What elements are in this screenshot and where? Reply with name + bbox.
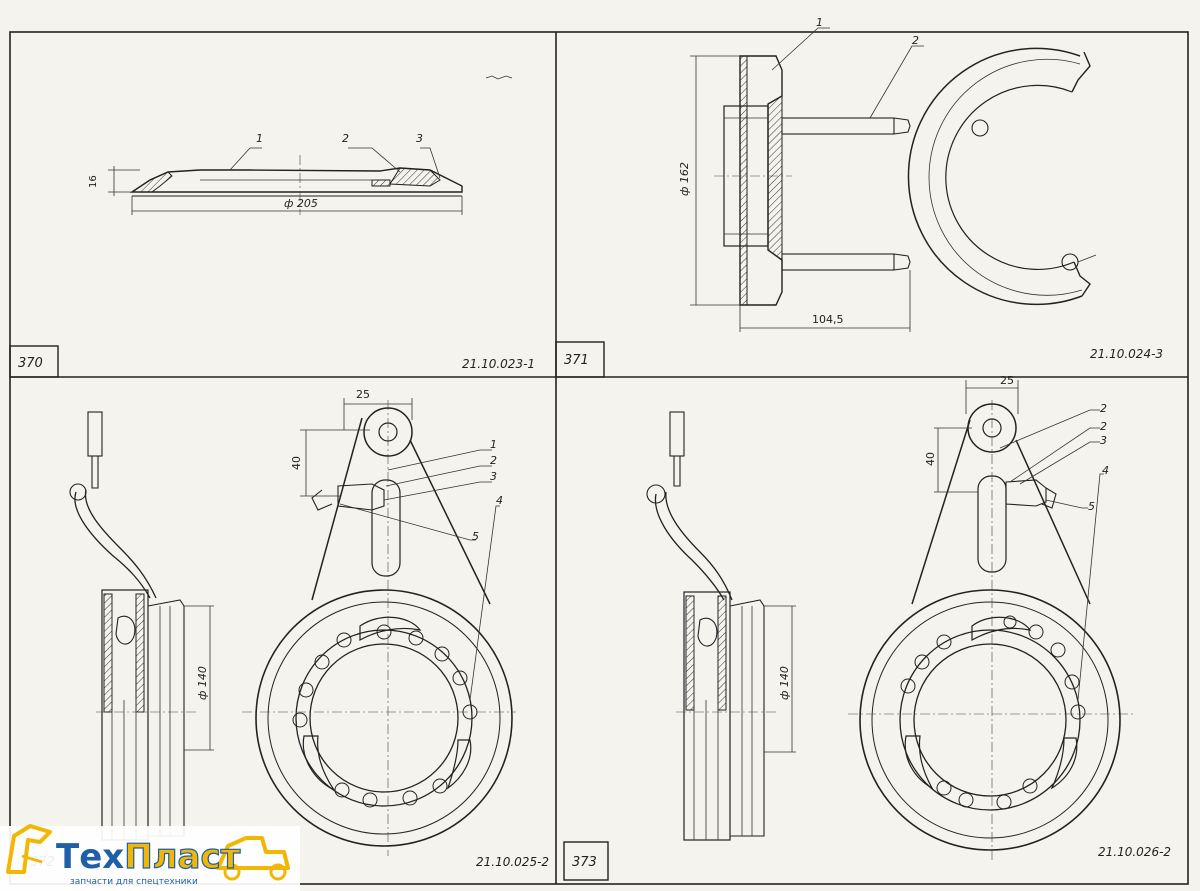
- logo-text-part2: Пласт: [124, 837, 240, 877]
- dim-height: 40: [290, 456, 303, 470]
- callout-1: 1: [816, 16, 823, 29]
- part-371-half-ring: [907, 47, 1097, 306]
- dim-diameter: ф 140: [778, 666, 791, 700]
- brand-logo[interactable]: ТехПласт запчасти для спецтехники: [0, 824, 300, 891]
- panel-number: 370: [18, 356, 43, 371]
- panel-number-box: 371: [555, 341, 605, 378]
- callout-3: 3: [1100, 434, 1107, 447]
- excavator-icon: [6, 824, 52, 874]
- dim-width: 25: [1000, 374, 1014, 387]
- bolt-holes: [900, 615, 1086, 810]
- callout-3: 3: [416, 132, 423, 145]
- callout-2b: 2: [1100, 420, 1107, 433]
- callout-5: 5: [472, 530, 479, 543]
- callout-3: 3: [490, 470, 497, 483]
- part-370-profile: [108, 75, 513, 215]
- dim-width: 25: [356, 388, 370, 401]
- panel-373: 25 40 ф 140 2 2 3 4 5 373 21.10.026-2: [563, 374, 1171, 881]
- dim-diameter: ф 162: [678, 162, 691, 196]
- panel-number: 371: [564, 353, 589, 368]
- part-code: 21.10.026-2: [1098, 845, 1171, 859]
- panel-number-box: 373: [563, 841, 609, 881]
- part-372-front-view: [242, 398, 516, 856]
- logo-text-part1: Тех: [56, 837, 124, 877]
- dim-length: 104,5: [812, 313, 844, 326]
- callout-4: 4: [496, 494, 503, 507]
- part-371-section: [690, 27, 924, 332]
- loader-icon: [216, 836, 290, 881]
- logo-tagline: запчасти для спецтехники: [70, 877, 198, 887]
- panel-number: 373: [572, 855, 597, 870]
- dim-diameter: ф 140: [196, 666, 209, 700]
- sheet-borders: [9, 31, 1189, 885]
- callout-5: 5: [1088, 500, 1095, 513]
- panel-372: 25 40 ф 140 1 2 3 4 5 372 21.10.025-2: [30, 388, 549, 870]
- dim-height: 16: [88, 175, 99, 188]
- part-373-side-view: [646, 411, 796, 841]
- bolt-holes: [292, 624, 478, 808]
- callout-2: 2: [342, 132, 349, 145]
- callout-2: 2: [912, 34, 919, 47]
- part-code: 21.10.025-2: [476, 855, 549, 869]
- callout-1: 1: [256, 132, 263, 145]
- callout-2: 2: [490, 454, 497, 467]
- part-code: 21.10.024-3: [1090, 347, 1163, 361]
- panel-370: 1 2 3 16 ф 205 370 21.10.023-1: [9, 75, 535, 378]
- panel-371: 1 2 ф 162 104,5 371 21.10.024-3: [555, 16, 1163, 378]
- callout-1: 1: [490, 438, 497, 451]
- part-372-side-view: [69, 411, 214, 841]
- dim-height: 40: [924, 452, 937, 466]
- part-code: 21.10.023-1: [462, 357, 535, 371]
- logo-wordmark: ТехПласт: [56, 837, 241, 877]
- callout-2a: 2: [1100, 402, 1107, 415]
- part-373-front-view: [848, 380, 1134, 860]
- callout-4: 4: [1102, 464, 1109, 477]
- dim-diameter: ф 205: [284, 197, 318, 210]
- panel-number-box: 370: [9, 345, 59, 378]
